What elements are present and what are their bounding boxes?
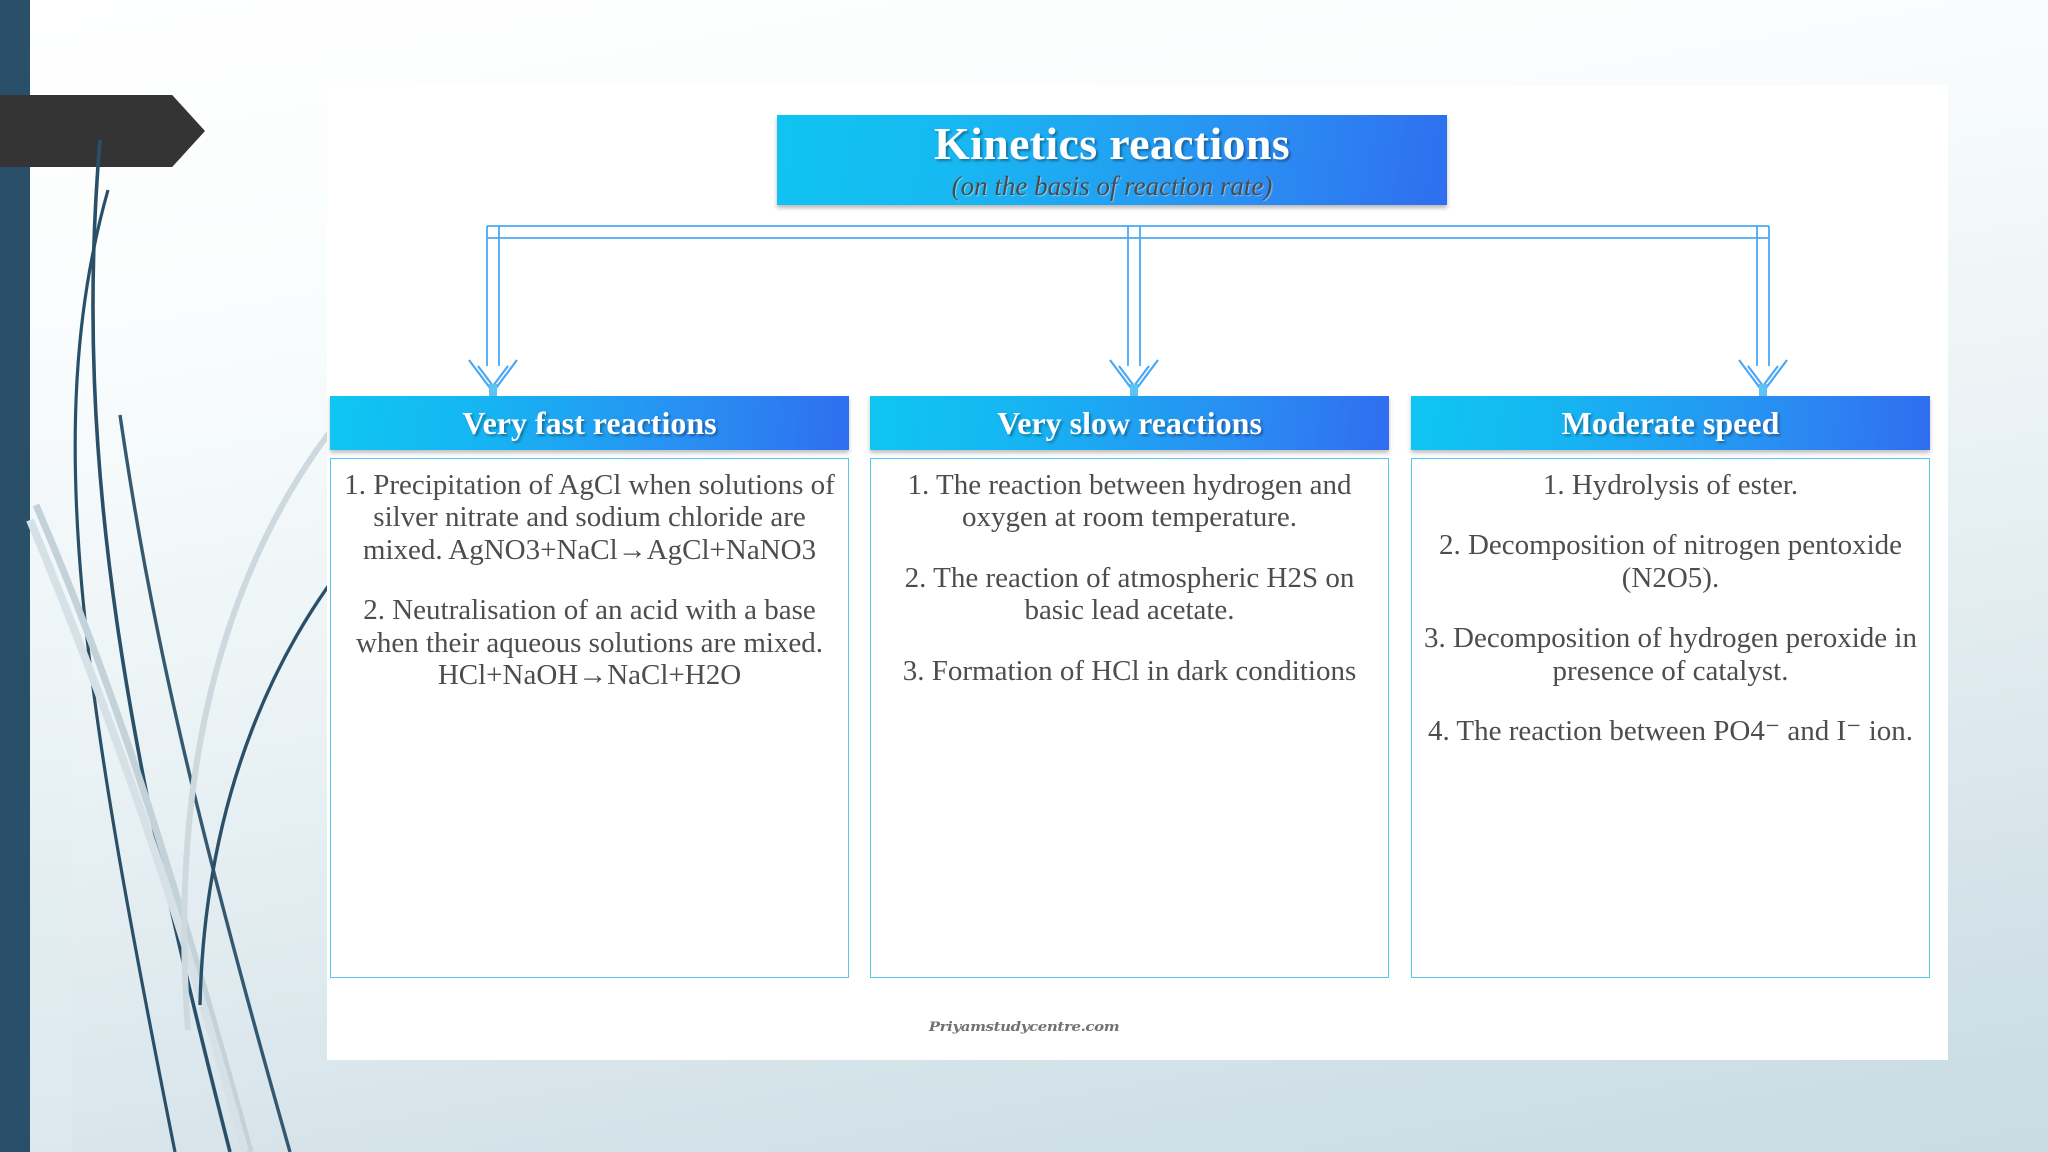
column-very-fast-reactions: Very fast reactions 1. Precipitation of … (330, 396, 849, 978)
page-subtitle: (on the basis of reaction rate) (951, 170, 1273, 201)
banner-arrow-shape (0, 95, 205, 167)
column-header-1: Very fast reactions (330, 396, 849, 450)
diagram-title-box: Kinetics reactions (on the basis of reac… (777, 115, 1447, 205)
list-item: 2. Decomposition of nitrogen pentoxide (… (1438, 529, 1903, 594)
column-body-3: 1. Hydrolysis of ester. 2. Decomposition… (1411, 458, 1930, 978)
left-sidebar-bar (0, 0, 30, 1152)
column-header-2: Very slow reactions (870, 396, 1389, 450)
column-very-slow-reactions: Very slow reactions 1. The reaction betw… (870, 396, 1389, 978)
list-item: 3. Formation of HCl in dark conditions (902, 654, 1357, 687)
list-item: 4. The reaction between PO4⁻ and I⁻ ion. (1427, 715, 1914, 748)
column-body-1: 1. Precipitation of AgCl when solutions … (330, 458, 849, 978)
left-white-strip (30, 0, 72, 1152)
list-item: 1. The reaction between hydrogen and oxy… (907, 469, 1352, 534)
list-item: 1. Hydrolysis of ester. (1542, 469, 1799, 501)
columns-container: Very fast reactions 1. Precipitation of … (327, 396, 1948, 986)
watermark-text: Priyamstudycentre.com (928, 1019, 1120, 1035)
page-title: Kinetics reactions (934, 117, 1290, 169)
list-item: 3. Decomposition of hydrogen peroxide in… (1424, 622, 1917, 687)
column-moderate-speed: Moderate speed 1. Hydrolysis of ester. 2… (1411, 396, 1930, 978)
list-item: 1. Precipitation of AgCl when solutions … (344, 469, 835, 566)
list-item: 2. Neutralisation of an acid with a base… (355, 594, 824, 692)
column-body-2: 1. The reaction between hydrogen and oxy… (870, 458, 1389, 978)
column-header-3: Moderate speed (1411, 396, 1930, 450)
list-item: 2. The reaction of atmospheric H2S on ba… (904, 561, 1355, 627)
